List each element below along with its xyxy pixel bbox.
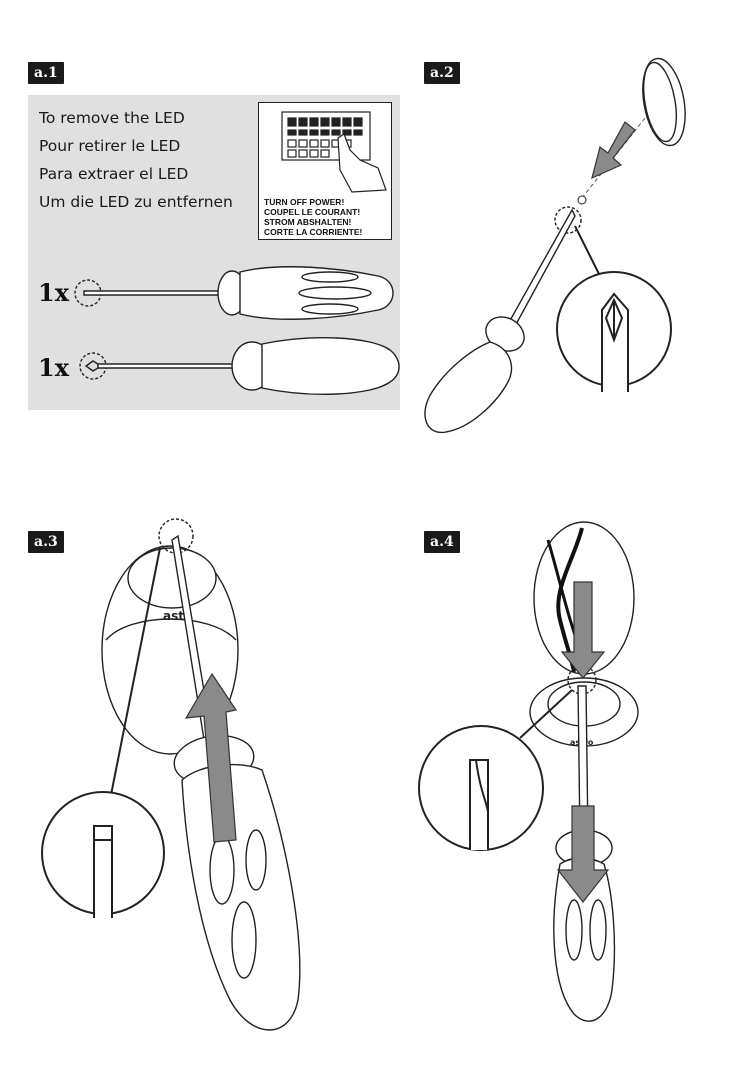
step-label-a1: a.1 <box>28 62 64 84</box>
led-cover-icon <box>642 57 686 147</box>
phillips-screwdriver-icon <box>424 206 582 434</box>
instruction-es: Para extraer el LED <box>39 165 189 183</box>
arrow-down-left-icon <box>591 121 636 180</box>
arrow-down-icon <box>560 581 606 679</box>
flat-screwdriver-icon <box>74 266 394 320</box>
phillips-screwdriver-quantity: 1x <box>38 353 70 382</box>
arrow-up-icon <box>184 672 237 843</box>
instruction-en: To remove the LED <box>39 109 185 127</box>
screw-icon <box>577 195 587 205</box>
step-label-a3: a.3 <box>28 531 64 553</box>
phillips-screwdriver-icon <box>79 337 400 395</box>
warning-es: CORTE LA CORRIENTE! <box>264 227 363 237</box>
flat-screwdriver-icon <box>171 534 301 1031</box>
instruction-de: Um die LED zu entfernen <box>39 193 233 211</box>
phillips-tip-zoom-icon <box>556 271 672 392</box>
step-label-a4: a.4 <box>424 531 460 553</box>
warning-fr: COUPEL LE COURANT! <box>264 207 361 217</box>
fuse-box-icon <box>281 111 387 193</box>
flat-screwdriver-quantity: 1x <box>38 278 70 307</box>
step-label-a2: a.2 <box>424 62 460 84</box>
warning-de: STROM ABSHALTEN! <box>264 217 352 227</box>
instruction-text-block: To remove the LED Pour retirer le LED Pa… <box>39 104 233 216</box>
flat-tip-zoom-icon <box>418 725 544 851</box>
warning-en: TURN OFF POWER! <box>264 197 345 207</box>
flat-tip-zoom-icon <box>41 791 165 918</box>
arrow-down-icon <box>556 805 610 903</box>
instruction-fr: Pour retirer le LED <box>39 137 181 155</box>
power-warning-text: TURN OFF POWER! COUPEL LE COURANT! STROM… <box>264 197 362 237</box>
